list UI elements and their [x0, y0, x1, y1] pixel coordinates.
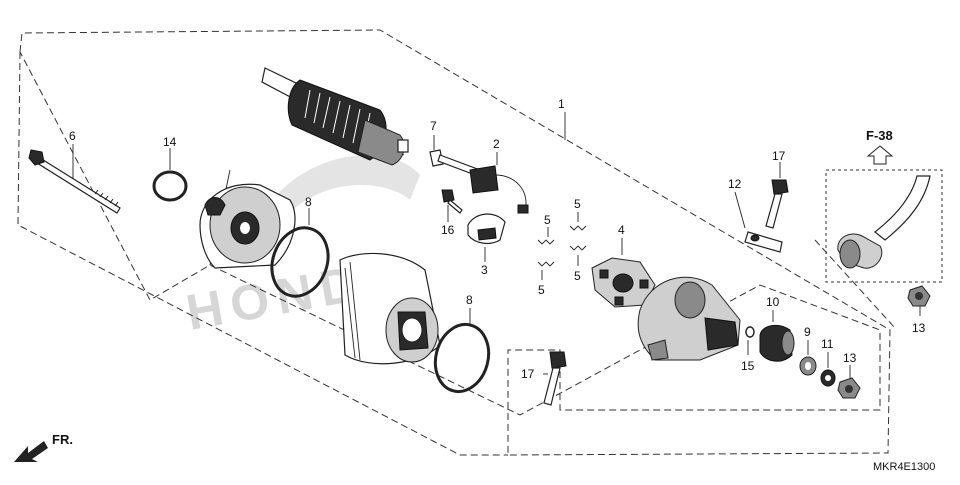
o-ring-small — [152, 148, 188, 202]
bracket — [734, 191, 783, 253]
callout-10: 10 — [766, 295, 780, 309]
callout-5b: 5 — [574, 197, 581, 211]
brush-plate — [467, 213, 506, 262]
callout-8a: 8 — [305, 195, 312, 209]
callout-2: 2 — [493, 137, 500, 151]
callout-7: 7 — [430, 119, 437, 133]
callout-1: 1 — [558, 97, 565, 111]
diagram-code: MKR4E1300 — [873, 461, 935, 473]
arrow-icon — [14, 441, 48, 462]
front-direction-arrow: FR. — [14, 432, 73, 462]
mounting-bolt-lower — [543, 351, 567, 406]
callout-11: 11 — [821, 337, 834, 351]
nut-lower — [837, 365, 861, 399]
callout-17a: 17 — [772, 149, 786, 163]
insulator — [759, 310, 795, 362]
armature — [261, 67, 409, 166]
assembly-outline-inner — [17, 51, 508, 456]
assembly-outline-right — [814, 239, 896, 329]
callout-14: 14 — [163, 135, 177, 149]
callout-16: 16 — [441, 223, 455, 237]
callout-labels: 1 2 3 4 5 5 5 5 6 7 8 8 9 10 11 12 13 13… — [69, 97, 926, 381]
callout-15: 15 — [741, 359, 755, 373]
mounting-bolt-upper — [765, 162, 789, 229]
terminal-bolt-small — [441, 189, 463, 222]
washer-small — [745, 326, 755, 355]
reference-f38: F-38 — [825, 128, 943, 283]
up-arrow-icon — [866, 145, 894, 165]
callout-8b: 8 — [466, 293, 473, 307]
callout-12: 12 — [728, 177, 742, 191]
callout-5d: 5 — [574, 269, 581, 283]
through-bolt — [28, 144, 121, 214]
washer-9 — [799, 340, 817, 376]
callout-5c: 5 — [538, 283, 545, 297]
o-ring-large-2 — [433, 308, 491, 394]
callout-5a: 5 — [544, 213, 551, 227]
brush-holder-plate — [591, 238, 656, 308]
o-ring-large-1 — [270, 208, 330, 298]
brush-holder — [469, 152, 529, 214]
brush-springs — [537, 212, 587, 280]
terminal-bolt — [429, 135, 481, 177]
callout-6: 6 — [69, 129, 76, 143]
callout-4: 4 — [618, 223, 625, 237]
callout-9: 9 — [804, 325, 811, 339]
front-label: FR. — [52, 432, 73, 447]
callout-13b: 13 — [912, 321, 926, 335]
callout-13a: 13 — [843, 351, 857, 365]
reference-label: F-38 — [866, 128, 893, 143]
nut-upper — [907, 285, 931, 316]
yoke-housing — [339, 252, 441, 365]
rear-housing — [637, 276, 741, 361]
callout-17b: 17 — [521, 367, 535, 381]
callout-3: 3 — [481, 263, 488, 277]
lock-washer — [820, 352, 836, 387]
front-cover — [199, 183, 296, 269]
